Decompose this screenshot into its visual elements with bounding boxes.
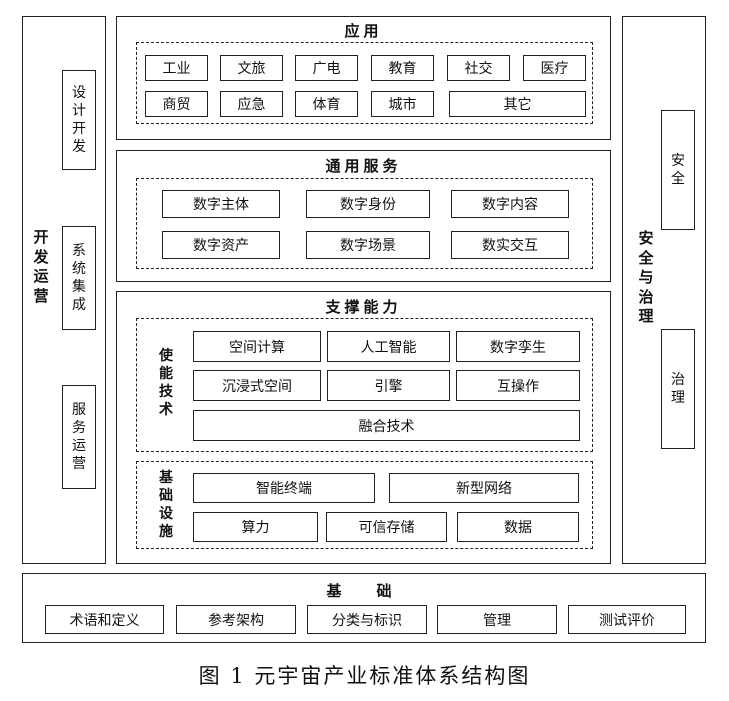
foundation-item: 分类与标识 [307,605,427,634]
dev-ops-item-integration: 系统集成 [62,226,96,330]
service-item: 数字内容 [451,190,569,218]
infrastructure-item: 数据 [457,512,579,542]
service-item: 数字资产 [162,231,280,259]
infrastructure-item: 新型网络 [389,473,579,503]
enabling-tech-group [136,318,593,452]
security-governance-panel [622,16,706,564]
infrastructure-label: 基础设施 [159,469,173,541]
governance-item: 治理 [661,329,695,449]
application-item: 应急 [220,91,283,117]
support-title: 支撑能力 [325,298,402,316]
enabling-tech-label: 使能技术 [159,347,173,419]
dev-ops-item-operation: 服务运营 [62,385,96,489]
foundation-item: 管理 [437,605,557,634]
enabling-tech-item: 互操作 [456,370,580,401]
enabling-tech-item: 引擎 [327,370,450,401]
foundation-item: 测试评价 [568,605,686,634]
application-item: 城市 [371,91,434,117]
application-title: 应用 [344,22,383,40]
application-item: 其它 [449,91,586,117]
enabling-tech-item: 融合技术 [193,410,580,441]
application-item: 文旅 [220,55,283,81]
service-item: 数实交互 [451,231,569,259]
enabling-tech-item: 数字孪生 [456,331,580,362]
enabling-tech-item: 空间计算 [193,331,321,362]
service-item: 数字主体 [162,190,280,218]
dev-ops-item-design: 设计开发 [62,70,96,170]
application-item: 商贸 [145,91,208,117]
enabling-tech-item: 沉浸式空间 [193,370,321,401]
application-item: 体育 [295,91,358,117]
application-item: 广电 [295,55,358,81]
dev-ops-label: 开发运营 [33,228,49,305]
foundation-item: 参考架构 [176,605,296,634]
application-item: 医疗 [523,55,586,81]
infrastructure-item: 可信存储 [326,512,447,542]
infrastructure-item: 算力 [193,512,318,542]
enabling-tech-item: 人工智能 [327,331,450,362]
foundation-title: 基 础 [326,582,402,600]
service-item: 数字身份 [306,190,430,218]
application-group [136,42,593,124]
application-item: 教育 [371,55,434,81]
service-item: 数字场景 [306,231,430,259]
security-item: 安全 [661,110,695,230]
application-item: 工业 [145,55,208,81]
figure-caption: 图 1 元宇宙产业标准体系结构图 [198,664,531,688]
application-item: 社交 [447,55,510,81]
foundation-item: 术语和定义 [45,605,164,634]
infrastructure-item: 智能终端 [193,473,375,503]
common-services-group [136,178,593,269]
common-services-title: 通用服务 [325,157,402,175]
infrastructure-group [136,461,593,549]
security-governance-label: 安全与治理 [638,229,654,326]
